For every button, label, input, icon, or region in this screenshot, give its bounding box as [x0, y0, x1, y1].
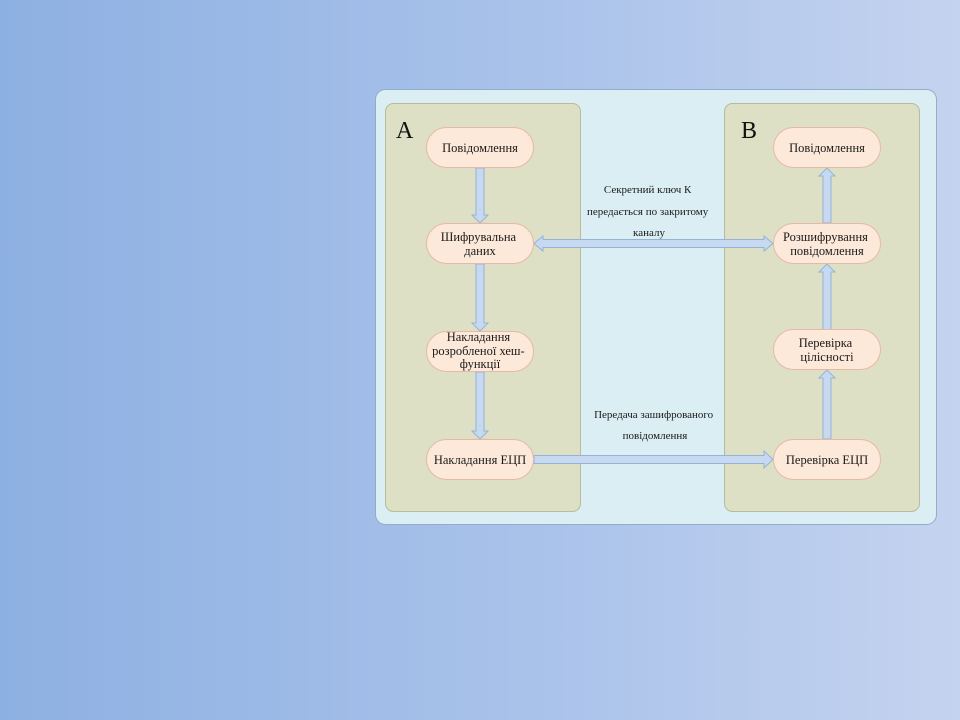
node-b-decrypt-line-1: Розшифрування	[783, 230, 868, 244]
arrow-a-encrypt-to-hash	[470, 263, 490, 332]
node-a-encrypt-label: Шифрувальна даних	[441, 230, 519, 258]
node-a-sign-label: Накладання ЕЦП	[434, 453, 526, 467]
node-a-sign-line-1: Накладання ЕЦП	[434, 453, 526, 467]
lane-b-title: B	[741, 118, 757, 144]
node-b-message-line-1: Повідомлення	[789, 141, 865, 155]
node-b-decrypt-line-2: повідомлення	[790, 244, 864, 258]
message-transfer-line-2: повідомлення	[623, 430, 688, 442]
key-channel-line-2: передається по закритому	[587, 206, 709, 218]
node-a-hash-line-1: Накладання	[447, 330, 511, 344]
key-channel-line-3: каналу	[633, 227, 665, 239]
node-a-encrypt-line-2: даних	[464, 244, 496, 258]
arrow-a-hash-to-sign	[470, 371, 490, 440]
lane-a-title: A	[396, 118, 414, 144]
arrow-message-transfer	[533, 449, 774, 470]
node-b-integrity-label: Перевірка цілісності	[799, 336, 856, 364]
node-a-message	[426, 127, 534, 168]
lane-b	[724, 103, 920, 512]
arrow-a-message-to-encrypt	[470, 167, 490, 224]
node-b-decrypt-label: Розшифрування повідомлення	[783, 230, 871, 258]
node-b-decrypt	[773, 223, 881, 264]
node-b-integrity	[773, 329, 881, 370]
node-a-encrypt-line-1: Шифрувальна	[441, 230, 517, 244]
node-a-message-line-1: Повідомлення	[442, 141, 518, 155]
node-a-hash-line-2: розробленої хеш-	[432, 344, 525, 358]
node-a-message-label: Повідомлення	[442, 141, 518, 155]
message-transfer-label: Передача зашифрованого повідомлення	[594, 409, 716, 442]
key-channel-label: Секретний ключ К передається по закритом…	[587, 184, 711, 239]
arrow-b-verify-to-integrity	[817, 369, 837, 440]
arrow-b-integrity-to-decrypt	[817, 263, 837, 331]
node-b-verify	[773, 439, 881, 480]
message-transfer-line-1: Передача зашифрованого	[594, 409, 714, 421]
node-a-hash-line-3: функції	[460, 357, 501, 371]
node-b-message-label: Повідомлення	[789, 141, 865, 155]
key-channel-line-1: Секретний ключ К	[604, 184, 692, 196]
node-b-verify-line-1: Перевірка ЕЦП	[786, 453, 868, 467]
node-a-hash	[426, 331, 534, 372]
node-a-hash-label: Накладання розробленої хеш- функції	[432, 330, 528, 371]
node-b-verify-label: Перевірка ЕЦП	[786, 453, 868, 467]
arrow-b-decrypt-to-message	[817, 167, 837, 224]
node-a-encrypt	[426, 223, 534, 264]
node-b-integrity-line-1: Перевірка	[799, 336, 853, 350]
node-a-sign	[426, 439, 534, 480]
node-b-integrity-line-2: цілісності	[800, 350, 854, 364]
node-b-message	[773, 127, 881, 168]
